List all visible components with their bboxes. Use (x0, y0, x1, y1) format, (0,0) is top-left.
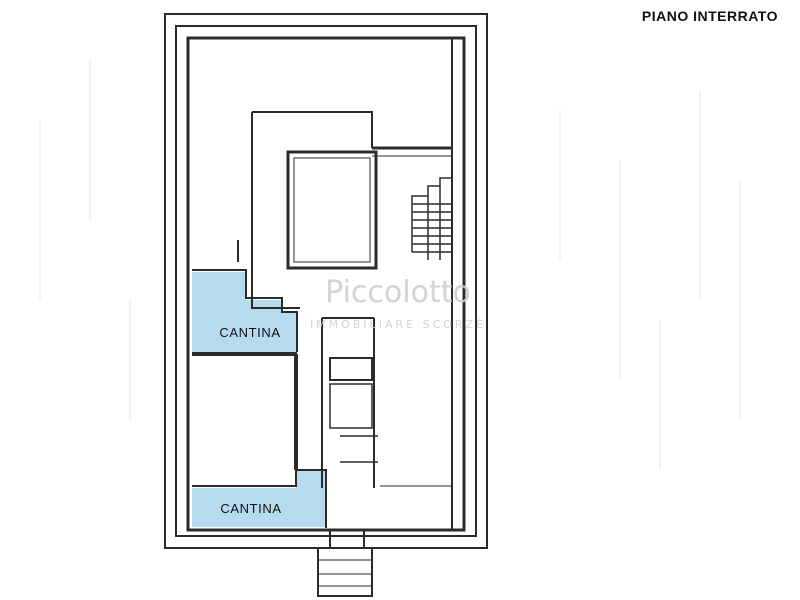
cantina-label-top: CANTINA (219, 325, 280, 340)
stairwell-inner (293, 157, 371, 263)
watermark-tagline: IMMOBILIARE SCORZÈ (310, 318, 486, 331)
outer-wall-3 (186, 36, 466, 532)
cantina-label-bottom: CANTINA (220, 501, 281, 516)
floor-title: PIANO INTERRATO (641, 8, 778, 24)
entrance-ramp (317, 548, 373, 597)
cantina-top-walls (192, 269, 298, 352)
stairs (411, 177, 452, 260)
core-wall (252, 111, 373, 148)
outer-wall-1 (164, 13, 488, 549)
cantina-bottom-walls (192, 469, 327, 528)
niche-2 (329, 383, 373, 429)
stairwell-box (286, 150, 378, 270)
core-wall-left (251, 112, 300, 309)
scan-noise (39, 60, 741, 470)
watermark-brand: Piccolotto (325, 275, 471, 310)
niche-1 (329, 357, 373, 381)
cantina-room-top (192, 272, 297, 352)
watermark: Piccolotto IMMOBILIARE SCORZÈ (310, 275, 486, 331)
cantina-room-bottom (192, 470, 326, 527)
walls (164, 13, 488, 597)
outer-wall-2 (175, 25, 477, 537)
